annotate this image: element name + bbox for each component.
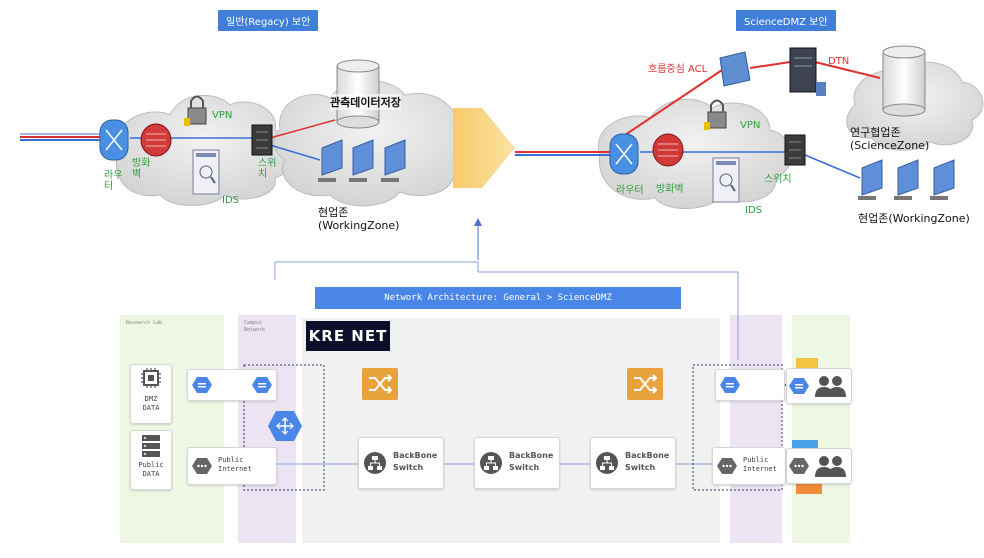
sciencedmz-security-title: ScienceDMZ 보안 [736,10,836,31]
backbone-switch-2-label: BackBone Switch [509,451,554,472]
backbone-switch-1: BackBone Switch [358,437,444,489]
backbone-switch-2-icon [480,452,502,474]
left-internet-gateway-icon [192,458,212,474]
top-diagram [20,45,984,260]
right-campus-zone [730,315,782,543]
right-ids-label: IDS [745,205,762,216]
left-storage-label: 관측데이터저장 [330,94,401,110]
dmz-switch-right-icon [627,368,663,400]
right-dmz-gateway-icon [720,377,740,393]
dmz-switch-left-icon [362,368,398,400]
right-internet-gateway-icon [717,458,737,474]
left-working-zone-label: 현업존 (WorkingZone) [318,206,400,232]
dmz-endpoint-icon [192,377,212,393]
right-router-icon [609,133,639,175]
right-ids-appliance-icon [712,157,740,203]
left-firewall-icon [140,123,172,157]
right-dtn-label: DTN [828,56,850,67]
backbone-switch-1-icon [364,452,386,474]
left-workstation-icons [318,139,406,182]
right-acl-label: 흐름중심 ACL [648,64,708,75]
backbone-switch-1-label: BackBone Switch [393,451,438,472]
left-router-icon [99,119,129,161]
public-users-box [786,448,852,484]
right-vpn-label: VPN [740,120,761,131]
legacy-security-title: 일반(Regacy) 보안 [218,10,319,31]
kreonet-logo: KRE NET [306,321,390,351]
left-public-internet-box: Public Internet [187,447,277,485]
dmz-users-box [786,368,852,404]
left-dmz-endpoint-box [187,369,277,401]
public-data-label: Public DATA [138,461,164,478]
right-public-internet-label: Public Internet [743,456,777,473]
left-router-label: 라우 터 [104,170,123,192]
right-workstation-icons [858,159,955,200]
right-switch-label: 스위치 [764,174,792,185]
left-ids-label: IDS [222,195,239,206]
backbone-switch-2: BackBone Switch [474,437,560,489]
right-storage-cylinder [882,45,926,117]
network-architecture-banner: Network Architecture: General > ScienceD… [315,287,681,309]
backbone-zone [302,318,720,543]
left-public-internet-label: Public Internet [218,456,252,473]
chip-icon [141,368,161,388]
campus-network-label: Campus Network [244,320,266,333]
right-dmz-endpoint-box [715,369,785,401]
left-switch-label: 스위 치 [258,158,277,180]
dmz-data-label: DMZ DATA [142,395,160,412]
backbone-switch-3: BackBone Switch [590,437,676,489]
campus-router-icon [268,411,302,441]
right-working-zone-label: 현업존(WorkingZone) [858,212,970,225]
right-public-internet-box: Public Internet [712,447,786,485]
right-router-label: 라우터 [616,185,644,196]
public-users-group-icon [815,456,846,477]
right-vpn-lock-icon [704,99,727,130]
left-ids-appliance-icon [192,149,220,195]
research-lab-zone [120,315,224,543]
left-switch-icon [251,124,273,156]
server-stack-icon [142,435,160,457]
public-data-node: Public DATA [130,430,172,490]
right-firewall-icon [652,133,684,167]
transition-arrow-icon [453,108,515,188]
dmz-user-endpoint-icon [789,378,809,394]
right-acl-icon [719,51,751,87]
public-user-endpoint-icon [789,458,809,474]
right-dtn-server-icon [789,47,826,96]
right-lab-zone [792,315,850,543]
research-lab-label: Research Lab [126,320,163,326]
dmz-users-group-icon [815,376,846,397]
left-vpn-label: VPN [212,110,233,121]
right-firewall-label: 방화벽 [656,184,684,195]
backbone-switch-3-label: BackBone Switch [625,451,670,472]
campus-dmz-gateway-icon [252,377,272,393]
left-firewall-label: 방화 벽 [132,158,151,180]
right-research-zone-label: 연구협업존 (ScienceZone) [850,126,930,152]
dmz-data-node: DMZ DATA [130,364,172,424]
left-vpn-lock-icon [184,95,207,126]
backbone-switch-3-icon [596,452,618,474]
right-switch-icon [784,134,806,166]
